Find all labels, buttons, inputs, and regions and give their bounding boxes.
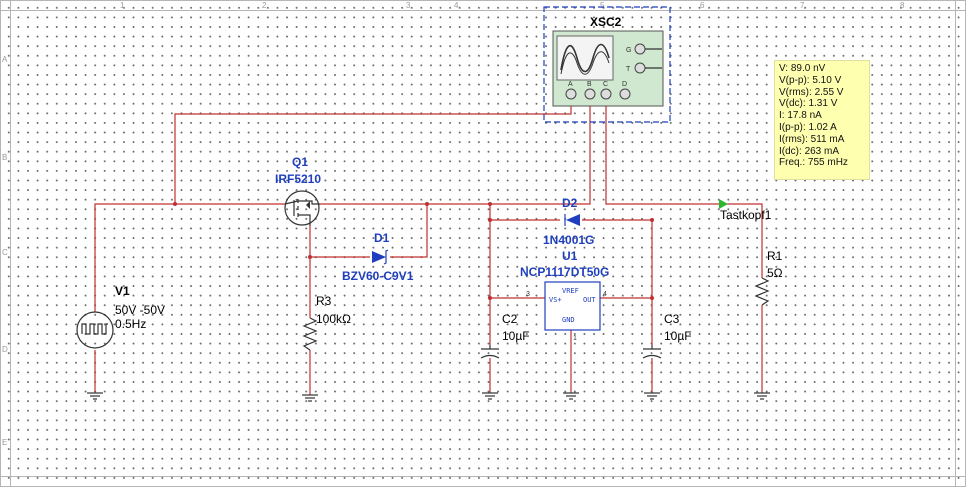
- r3-ref: R3: [316, 294, 332, 308]
- u1-pin4: 4: [603, 291, 607, 298]
- ground-symbols: [87, 392, 770, 402]
- u1-pin-vs: VS+: [549, 296, 562, 304]
- readout-row: I(p-p): 1.02 A: [779, 121, 837, 133]
- v1-amplitude: 50V -50V: [115, 303, 165, 317]
- readout-row: Freq.: 755 mHz: [779, 157, 848, 169]
- ruler-col-7: 7: [800, 1, 805, 10]
- resistor-r1[interactable]: R1 5Ω: [754, 249, 783, 306]
- c2-value: 10µF: [502, 329, 530, 343]
- readout-row: V(rms): 2.55 V: [779, 86, 844, 98]
- scope-pin-a: A: [568, 81, 573, 88]
- readout-row: V(dc): 1.31 V: [779, 98, 838, 110]
- c3-ref: C3: [664, 312, 680, 326]
- ground-icon: [302, 394, 318, 402]
- diode-d2[interactable]: D2 1N4001G: [543, 196, 594, 247]
- probe-readout: V: 89.0 nV V(p-p): 5.10 V V(rms): 2.55 V…: [774, 60, 870, 180]
- ruler-col-2: 2: [262, 1, 267, 10]
- ruler-col-1: 1: [120, 1, 125, 10]
- u1-pin3: 3: [526, 291, 530, 298]
- ruler-col-3: 3: [406, 1, 411, 10]
- scope-pin-d: D: [622, 81, 627, 88]
- wires[interactable]: [94, 100, 763, 395]
- resistor-r3[interactable]: R3 100kΩ: [302, 294, 351, 351]
- ground-icon: [644, 392, 660, 400]
- d1-ref: D1: [374, 231, 390, 245]
- u1-pin-gnd: GND: [562, 316, 575, 324]
- ground-icon: [754, 392, 770, 400]
- ground-icon: [563, 392, 579, 400]
- xsc2-ref: XSC2: [590, 15, 622, 29]
- d2-ref: D2: [562, 196, 578, 210]
- ground-icon: [87, 392, 103, 400]
- v1-ref: V1: [115, 284, 130, 298]
- u1-ref: U1: [562, 249, 578, 263]
- ruler-row-b: B: [2, 153, 7, 162]
- v1-frequency: 0.5Hz: [115, 317, 146, 331]
- source-v1[interactable]: V1 50V -50V 0.5Hz: [76, 284, 165, 349]
- oscilloscope-xsc2[interactable]: XSC2 G T A B C D: [543, 6, 671, 123]
- ruler-col-5: 5: [600, 1, 605, 10]
- r3-value: 100kΩ: [316, 312, 351, 326]
- probe-tastkopf1[interactable]: Tastkopf1: [719, 199, 772, 222]
- readout-row: I: 17.8 nA: [779, 110, 822, 122]
- d1-part: BZV60-C9V1: [342, 269, 414, 283]
- c3-value: 10µF: [664, 329, 692, 343]
- scope-pin-t: T: [626, 66, 631, 73]
- regulator-u1[interactable]: VREF VS+ OUT GND 3 4 1 U1 NCP1117DT50G: [520, 249, 609, 342]
- ruler-row-e: E: [2, 438, 7, 447]
- ruler-row-c: C: [2, 248, 8, 257]
- probe-label: Tastkopf1: [720, 208, 772, 222]
- scope-pin-b: B: [587, 81, 592, 88]
- zener-d1[interactable]: D1 BZV60-C9V1: [342, 231, 414, 283]
- u1-pin-vref: VREF: [562, 287, 579, 295]
- u1-part: NCP1117DT50G: [520, 265, 609, 279]
- ruler-row-d: D: [2, 345, 8, 354]
- ruler-col-8: 8: [900, 1, 905, 10]
- r1-value: 5Ω: [767, 266, 783, 280]
- ruler-col-4: 4: [454, 1, 459, 10]
- readout-row: V(p-p): 5.10 V: [779, 74, 842, 86]
- ground-icon: [482, 392, 498, 400]
- capacitor-c2[interactable]: C2 10µF: [480, 312, 530, 359]
- capacitor-c3[interactable]: C3 10µF: [642, 312, 692, 359]
- u1-pin-out: OUT: [583, 296, 596, 304]
- readout-row: I(dc): 263 mA: [779, 145, 840, 157]
- u1-pin1: 1: [573, 335, 577, 342]
- d2-part: 1N4001G: [543, 233, 594, 247]
- q1-part: IRF5210: [275, 172, 321, 186]
- scope-pin-g: G: [626, 47, 631, 54]
- r1-ref: R1: [767, 249, 783, 263]
- scope-screen: [556, 35, 614, 81]
- q1-ref: Q1: [292, 155, 308, 169]
- ruler-col-6: 6: [700, 1, 705, 10]
- c2-ref: C2: [502, 312, 518, 326]
- junctions: [173, 202, 654, 300]
- scope-pin-c: C: [603, 81, 608, 88]
- mosfet-q1[interactable]: Q1 IRF5210: [275, 155, 321, 226]
- sine-wave-icon: [560, 43, 610, 73]
- readout-row: V: 89.0 nV: [779, 63, 826, 74]
- ruler-row-a: A: [2, 55, 8, 64]
- readout-row: I(rms): 511 mA: [779, 133, 845, 145]
